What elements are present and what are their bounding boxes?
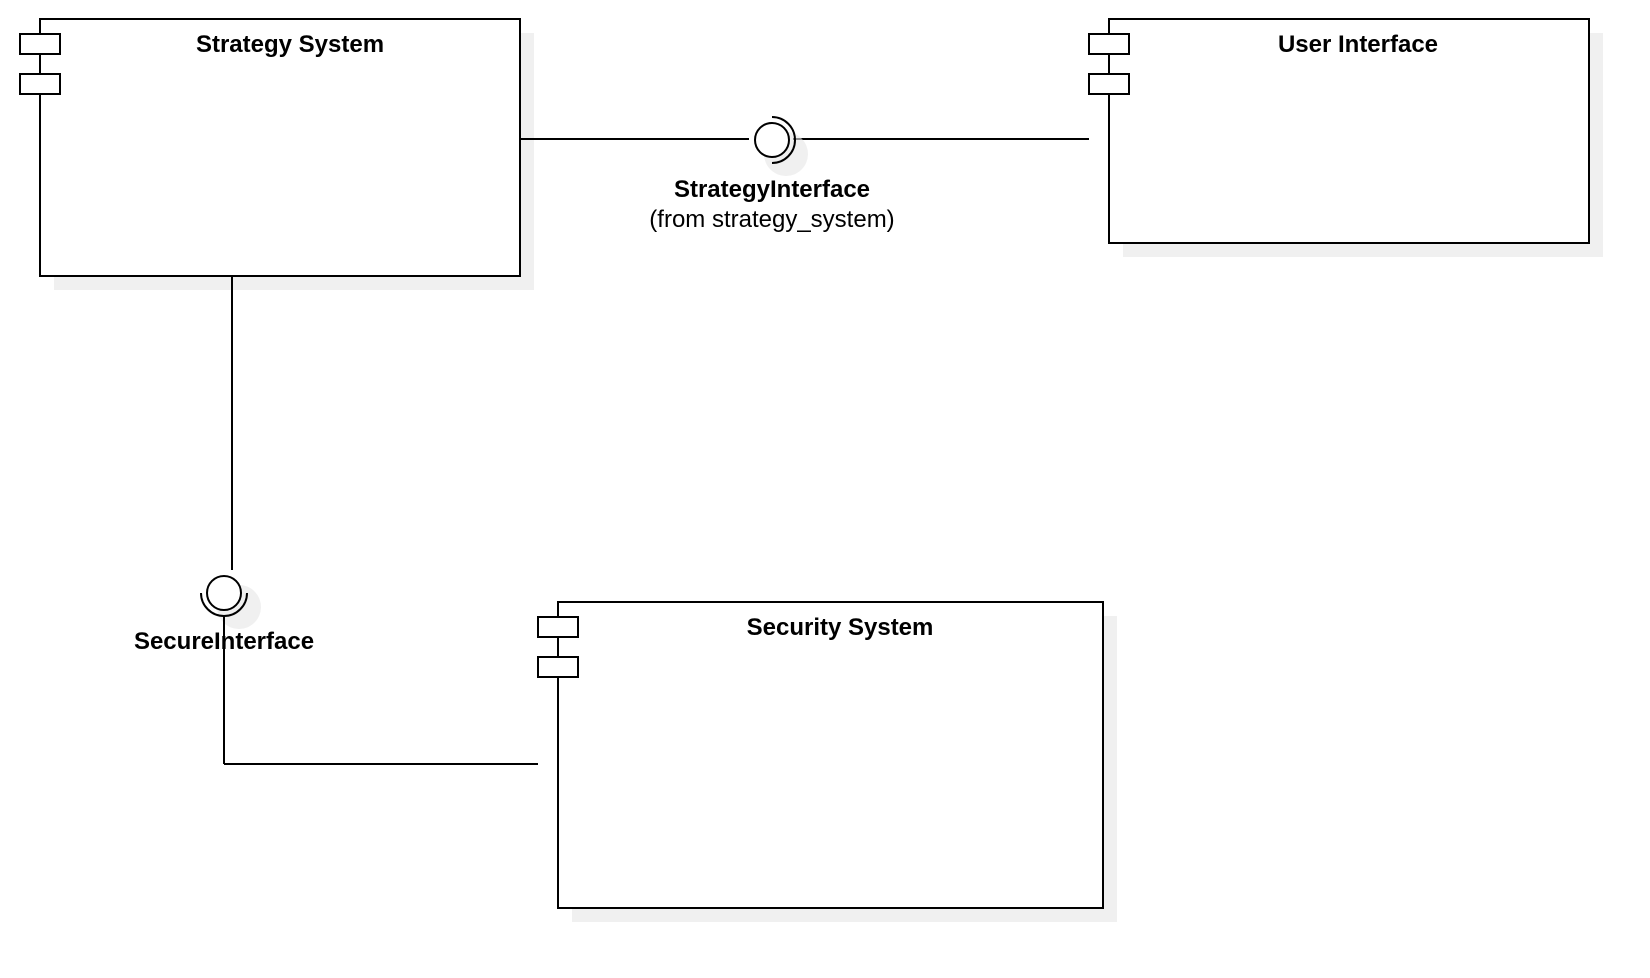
component-security-system[interactable]: Security System (537, 601, 1117, 922)
provided-interface-icon[interactable] (754, 122, 790, 158)
component-user-interface[interactable]: User Interface (1088, 18, 1603, 257)
strategy-interface[interactable]: StrategyInterface (from strategy_system) (520, 116, 1089, 233)
component-port-icon (1088, 73, 1130, 95)
component-port-icon (1088, 33, 1130, 55)
component-title: User Interface (1278, 31, 1438, 58)
required-interface-socket-icon (200, 592, 248, 617)
interface-origin: (from strategy_system) (649, 206, 894, 233)
component-title: Security System (747, 614, 934, 641)
component-title: Strategy System (196, 31, 384, 58)
component-port-icon (19, 73, 61, 95)
component-port-icon (537, 616, 579, 638)
secure-interface[interactable]: SecureInterface (134, 276, 538, 765)
provided-interface-icon[interactable] (206, 575, 242, 611)
component-body[interactable] (39, 18, 521, 277)
interface-name: StrategyInterface (674, 176, 870, 203)
component-body[interactable] (1108, 18, 1590, 244)
required-interface-socket-icon (771, 116, 796, 164)
component-port-icon (19, 33, 61, 55)
component-body[interactable] (557, 601, 1104, 909)
component-strategy-system[interactable]: Strategy System (19, 18, 534, 290)
interface-name: SecureInterface (134, 628, 314, 655)
component-port-icon (537, 656, 579, 678)
